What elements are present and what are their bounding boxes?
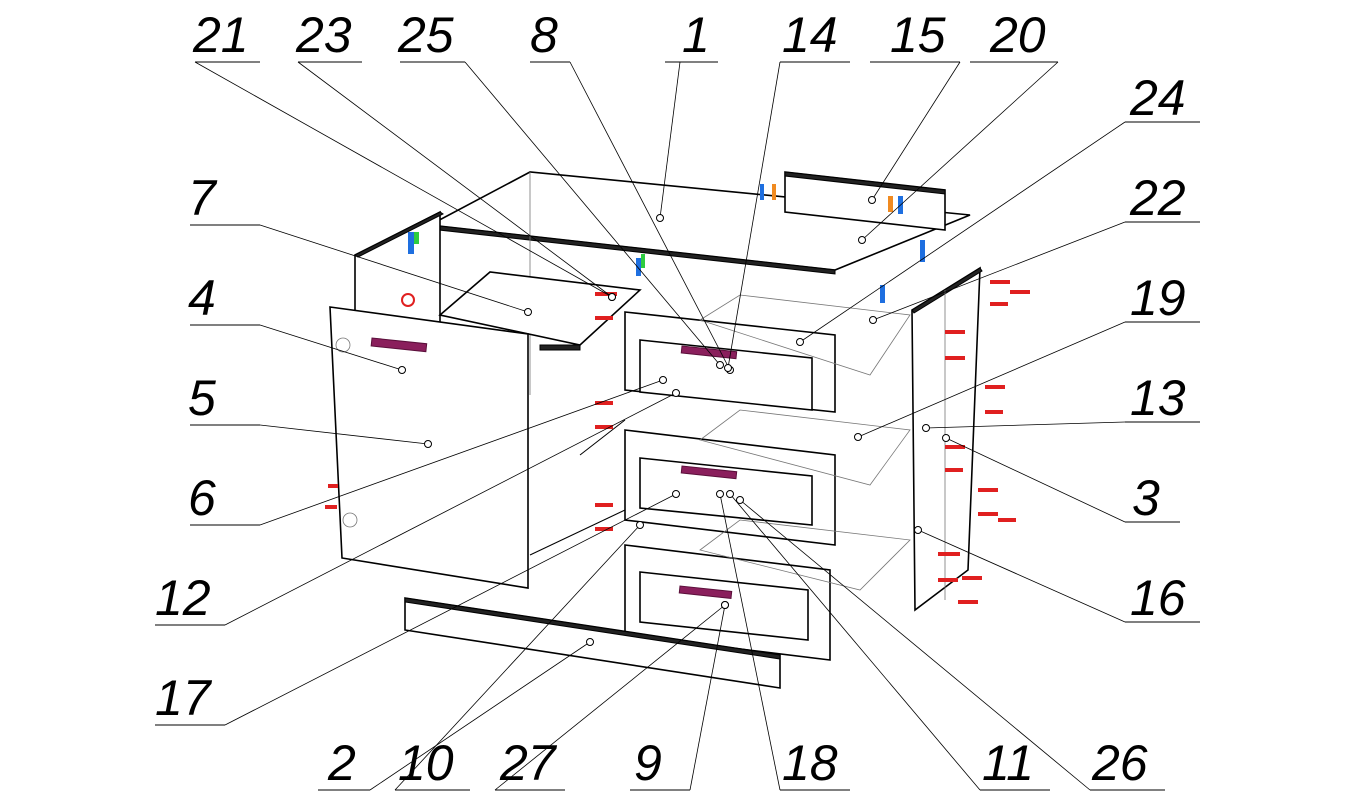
callout-label: 8 [530, 7, 558, 63]
leader-line [729, 493, 981, 791]
callout-label: 10 [398, 735, 454, 791]
leader-line [224, 392, 677, 626]
leader-point [716, 361, 724, 369]
callout-label: 9 [634, 735, 662, 791]
callout-label: 14 [782, 7, 838, 63]
callout-label: 23 [295, 7, 352, 63]
leader-line [259, 424, 429, 445]
callout-label: 13 [1130, 370, 1186, 426]
leader-point [724, 364, 732, 372]
leader-point [858, 236, 866, 244]
leader-point [424, 440, 432, 448]
drawer-front-top [624, 311, 836, 413]
leader-line [872, 221, 1126, 321]
callout-label: 24 [1129, 70, 1186, 126]
inner-shelf [438, 271, 642, 351]
callout-label: 6 [188, 470, 216, 526]
callout-label: 16 [1130, 570, 1186, 626]
callout-label: 12 [155, 570, 211, 626]
callout-label: 15 [890, 7, 946, 63]
callout-label: 17 [155, 670, 213, 726]
leader-line [861, 61, 1059, 241]
callout-label: 1 [682, 7, 710, 63]
leader-line [689, 604, 726, 791]
leader-line [871, 61, 961, 201]
callout-label: 21 [192, 7, 249, 63]
leader-line [194, 61, 613, 298]
leader-line [727, 61, 781, 369]
callout-label: 22 [1129, 170, 1186, 226]
leader-line [259, 379, 664, 526]
drawer-front-middle [624, 429, 836, 546]
leader-line [857, 321, 1126, 438]
leader-point [716, 490, 724, 498]
leader-line [369, 641, 591, 791]
leader-line [394, 524, 641, 791]
leader-point [942, 434, 950, 442]
leader-point [796, 338, 804, 346]
leader-point [721, 601, 729, 609]
leader-line [917, 529, 1126, 623]
callout-label: 26 [1091, 735, 1148, 791]
leader-line [259, 324, 403, 371]
leader-point [398, 366, 406, 374]
callout-label: 5 [188, 370, 216, 426]
leader-point [659, 376, 667, 384]
callout-label: 4 [188, 270, 216, 326]
leader-line [224, 493, 677, 726]
top-panel [427, 171, 971, 395]
leader-point [672, 389, 680, 397]
leader-line [719, 493, 781, 791]
leader-point [854, 433, 862, 441]
callout-label: 11 [982, 735, 1034, 791]
drawer-boxes [529, 294, 911, 591]
leader-point [922, 424, 930, 432]
leader-point [524, 308, 532, 316]
leader-line [259, 224, 529, 313]
leader-point [656, 214, 664, 222]
leader-point [672, 490, 680, 498]
callout-label: 25 [397, 7, 454, 63]
leader-line [739, 499, 1091, 791]
leader-point [726, 490, 734, 498]
leader-line [569, 61, 731, 371]
back-panel [784, 171, 946, 231]
leader-line [297, 61, 613, 298]
leader-point [586, 638, 594, 646]
callout-label: 3 [1132, 470, 1160, 526]
leader-point [868, 196, 876, 204]
leader-point [869, 316, 877, 324]
leader-line [945, 437, 1126, 523]
callout-label: 7 [188, 170, 218, 226]
callout-label: 19 [1130, 270, 1186, 326]
leader-line [925, 421, 1126, 429]
leader-line [659, 61, 681, 219]
leader-point [736, 496, 744, 504]
callout-label: 18 [782, 735, 838, 791]
callout-label: 2 [327, 735, 356, 791]
leader-point [636, 521, 644, 529]
leader-point [914, 526, 922, 534]
leader-line [799, 121, 1126, 343]
leader-point [608, 293, 616, 301]
callouts [155, 61, 1200, 791]
leader-line [464, 61, 721, 366]
leader-line [494, 604, 726, 791]
callout-label: 27 [499, 735, 558, 791]
callout-label: 20 [989, 7, 1046, 63]
